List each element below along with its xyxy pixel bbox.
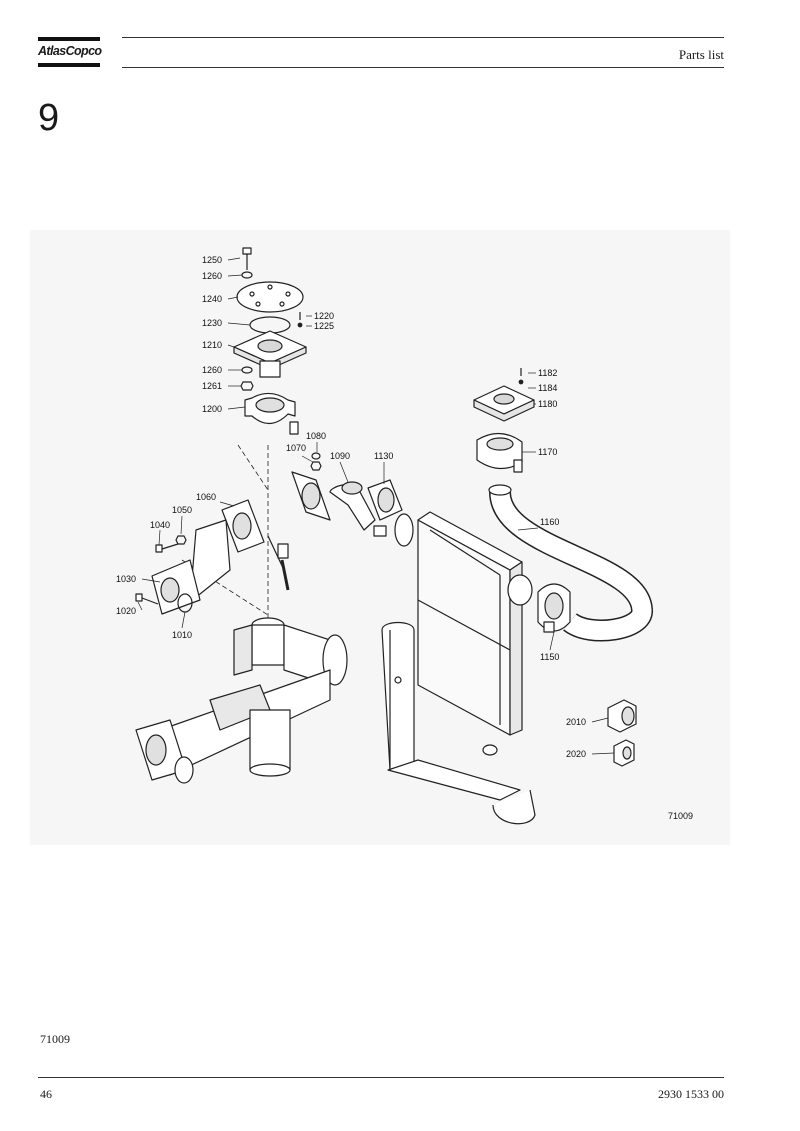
callout-label: 1040 (150, 520, 170, 530)
callout-label: 1240 (202, 294, 222, 304)
callout-label: 1225 (314, 321, 334, 331)
figure-caption: 71009 (40, 1032, 70, 1046)
footer-rule (38, 1077, 724, 1078)
clamp-1130 (367, 479, 403, 537)
callout-label: 1080 (306, 431, 326, 441)
callout-label: 1182 (538, 368, 557, 378)
washer-1080 (311, 452, 321, 460)
header-rule-top (122, 37, 724, 38)
nut-1050 (175, 535, 187, 545)
washer-1225 (297, 322, 303, 328)
bolt-1020 (135, 593, 159, 605)
header-title: Parts list (678, 47, 724, 62)
callout-label: 1050 (172, 505, 192, 515)
callout-label: 1250 (202, 255, 222, 265)
callout-label: 1090 (330, 451, 350, 461)
callout-label: 1030 (116, 574, 136, 584)
coupling-2020 (613, 739, 635, 767)
callout-label: 2010 (566, 717, 586, 727)
atlas-copco-logo: AtlasCopco (38, 37, 102, 67)
cooler-core (394, 511, 533, 796)
callout-label: 1170 (538, 447, 557, 457)
callout-label: 1200 (202, 404, 222, 414)
flange-1180 (473, 385, 535, 422)
callout-label: 1184 (538, 383, 557, 393)
callout-label: 1010 (172, 630, 192, 640)
callout-label: 2020 (566, 749, 586, 759)
coupling-2010 (607, 699, 637, 733)
callout-label: 1130 (374, 451, 393, 461)
logo-wordmark: AtlasCopco (38, 44, 102, 58)
callout-label: 1260 (202, 271, 222, 281)
logo-bar-bottom (38, 63, 100, 67)
header-rule-bottom (122, 67, 724, 68)
flange-1210 (233, 330, 307, 378)
flange-1060 (221, 499, 265, 553)
callout-label: 1160 (540, 517, 559, 527)
callout-label: 1150 (540, 652, 559, 662)
callout-label: 1210 (202, 340, 222, 350)
bolt-1250 (242, 247, 252, 270)
clamp-1200 (244, 392, 299, 435)
washer-1184 (518, 379, 524, 385)
exploded-parts-drawing: 1250 1260 1240 1230 1220 1225 1210 1260 … (30, 230, 730, 845)
logo-bar-top (38, 37, 100, 41)
bolt-1040 (155, 543, 179, 553)
cover-plate-1240 (236, 281, 304, 313)
clamp-1150 (537, 583, 571, 633)
callout-label: 1220 (314, 311, 334, 321)
callout-label: 1261 (202, 381, 222, 391)
document-number: 2930 1533 00 (658, 1087, 724, 1101)
washer-1260 (241, 271, 253, 279)
air-outlet-housing (135, 617, 348, 784)
section-number: 9 (38, 97, 60, 139)
callout-labels: 1250 1260 1240 1230 1220 1225 1210 1260 … (116, 255, 693, 821)
clamp-1170 (476, 432, 523, 473)
cooler-frame (381, 621, 536, 825)
callout-label: 1260 (202, 365, 222, 375)
flange-1080 (291, 471, 331, 521)
pipe-1030 (151, 519, 231, 615)
washer-1260-lower (241, 366, 253, 374)
page-number: 46 (40, 1087, 52, 1101)
callout-label: 1070 (286, 443, 306, 453)
drawing-svg: 1250 1260 1240 1230 1220 1225 1210 1260 … (116, 247, 693, 825)
nut-1261 (240, 381, 254, 391)
callout-label: 1060 (196, 492, 216, 502)
callout-label: 1180 (538, 399, 557, 409)
callout-label: 1020 (116, 606, 136, 616)
nut-1070 (310, 461, 322, 471)
drawing-number: 71009 (668, 811, 693, 821)
check-valve (267, 535, 290, 591)
callout-label: 1230 (202, 318, 222, 328)
